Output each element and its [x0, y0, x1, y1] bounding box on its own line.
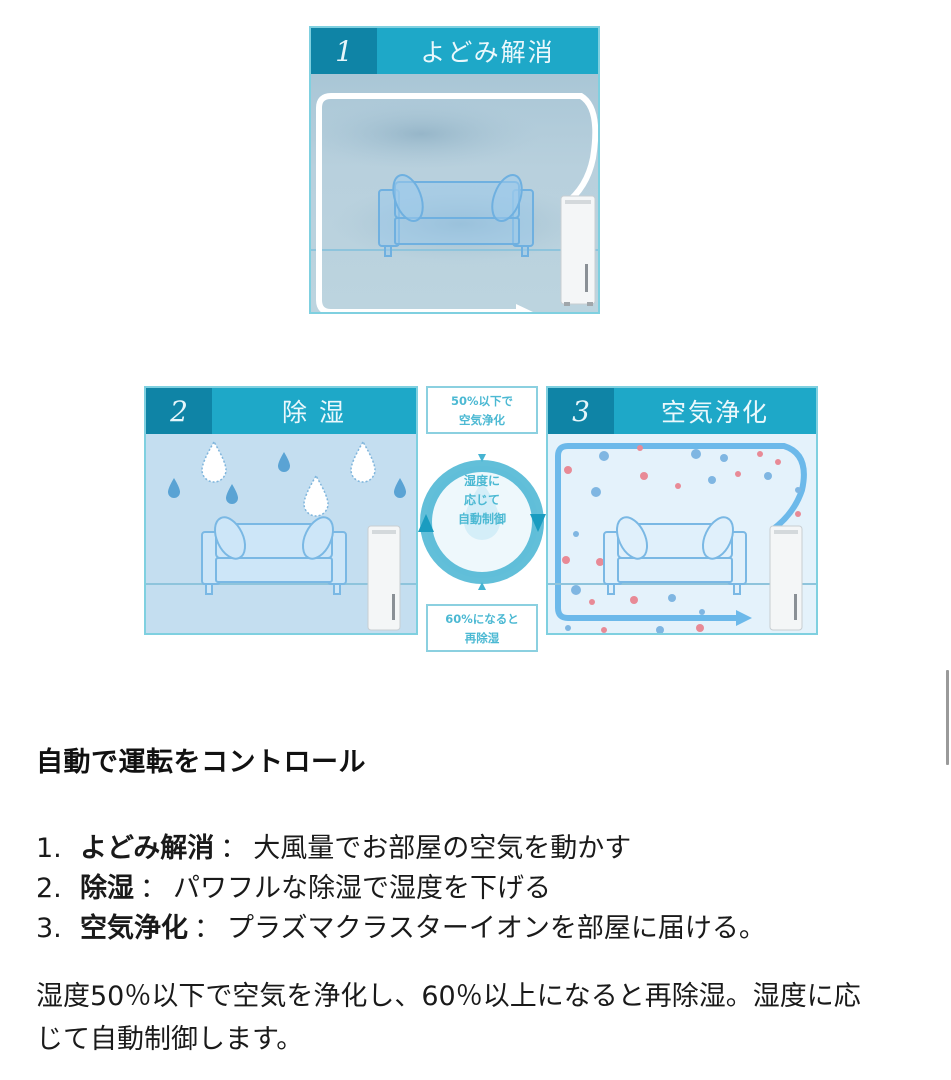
scrollbar[interactable]: [946, 670, 949, 765]
cycle-center-label: 湿度に 応じて 自動制御: [452, 472, 512, 529]
list-item: 3. 空気浄化：プラズマクラスターイオンを部屋に届ける。: [36, 909, 936, 949]
circulation-illustration: [311, 93, 598, 312]
room-illustration: [146, 434, 416, 633]
mode-name: 空気浄化: [80, 913, 188, 944]
ion-icon: [562, 445, 801, 633]
list-item: 1. よどみ解消：大風量でお部屋の空気を動かす: [36, 829, 936, 869]
separator: ：: [140, 873, 167, 904]
dehumidify-illustration: [146, 440, 416, 631]
cycle-arrow-icon: [418, 454, 546, 590]
water-drop-icon: [168, 452, 406, 504]
list-number: 1.: [36, 833, 62, 864]
summary-text: 湿度50％以下で空気を浄化し、60％以上になると再除湿。湿度に応じて自動制御しま…: [36, 981, 861, 1055]
threshold-label-text: 再除湿: [464, 631, 500, 645]
evaporating-drop-icon: [201, 440, 376, 517]
mode-name: 除湿: [80, 873, 134, 904]
threshold-label-text: 60%になると: [445, 612, 519, 626]
panel-header: 2 除 湿: [146, 388, 416, 434]
dehumidifier-icon: [769, 525, 803, 631]
list-number: 3.: [36, 913, 62, 944]
panel-number: 2: [146, 388, 212, 434]
separator: ：: [220, 833, 248, 864]
cycle-center-text: 応じて: [463, 493, 500, 507]
cycle-center-text: 湿度に: [463, 474, 500, 488]
list-number: 2.: [36, 873, 62, 904]
threshold-label-top: 50%以下で 空気浄化: [426, 386, 538, 434]
panel-title: 除 湿: [282, 398, 346, 427]
auto-control-cycle: 50%以下で 空気浄化 湿度に 応じて 自動制御 60%になると 再除湿: [400, 386, 560, 656]
sofa-icon: [378, 174, 534, 257]
mode-list: 1.よどみ解消：大風量でお部屋の空気を動かす 2.除湿：パワフルな除湿で湿度を下…: [36, 829, 936, 949]
panel-header: 3 空気浄化: [548, 388, 816, 434]
purify-illustration: [548, 443, 816, 633]
section-heading: 自動で運転をコントロール: [36, 747, 366, 778]
sofa-icon: [201, 516, 347, 595]
mode-name: よどみ解消: [80, 833, 215, 864]
feature-description: 自動で運転をコントロール 1.よどみ解消：大風量でお部屋の空気を動かす 2.除湿…: [36, 740, 936, 1061]
ion-icon: [565, 449, 801, 633]
list-item: 2. 除湿：パワフルな除湿で湿度を下げる: [36, 869, 936, 909]
cycle-center-text: 自動制御: [457, 512, 506, 526]
dehumidifier-icon: [367, 525, 401, 631]
sofa-icon: [603, 516, 747, 595]
threshold-label-bottom: 60%になると 再除湿: [426, 604, 538, 652]
mode-description: プラズマクラスターイオンを部屋に届ける。: [227, 913, 766, 944]
panel-dehumidify: 2 除 湿: [144, 386, 418, 635]
mode-description: 大風量でお部屋の空気を動かす: [253, 833, 632, 864]
threshold-label-text: 空気浄化: [459, 413, 505, 427]
panel-title: よどみ解消: [420, 38, 555, 67]
panel-air-purify: 3 空気浄化: [546, 386, 818, 635]
room-illustration: [311, 74, 598, 312]
dehumidifier-icon: [560, 195, 596, 306]
panel-number: 1: [311, 28, 377, 74]
panel-air-circulation: 1 よどみ解消: [309, 26, 600, 314]
airflow-arrow-icon: [316, 93, 598, 312]
separator: ：: [194, 913, 221, 944]
panel-header: 1 よどみ解消: [311, 28, 598, 74]
room-illustration: [548, 434, 816, 633]
airflow-arrow-icon: [555, 443, 807, 621]
threshold-label-text: 50%以下で: [450, 394, 514, 408]
mode-description: パワフルな除湿で湿度を下げる: [173, 873, 551, 904]
panel-number: 3: [548, 388, 614, 434]
panel-title: 空気浄化: [660, 398, 769, 427]
